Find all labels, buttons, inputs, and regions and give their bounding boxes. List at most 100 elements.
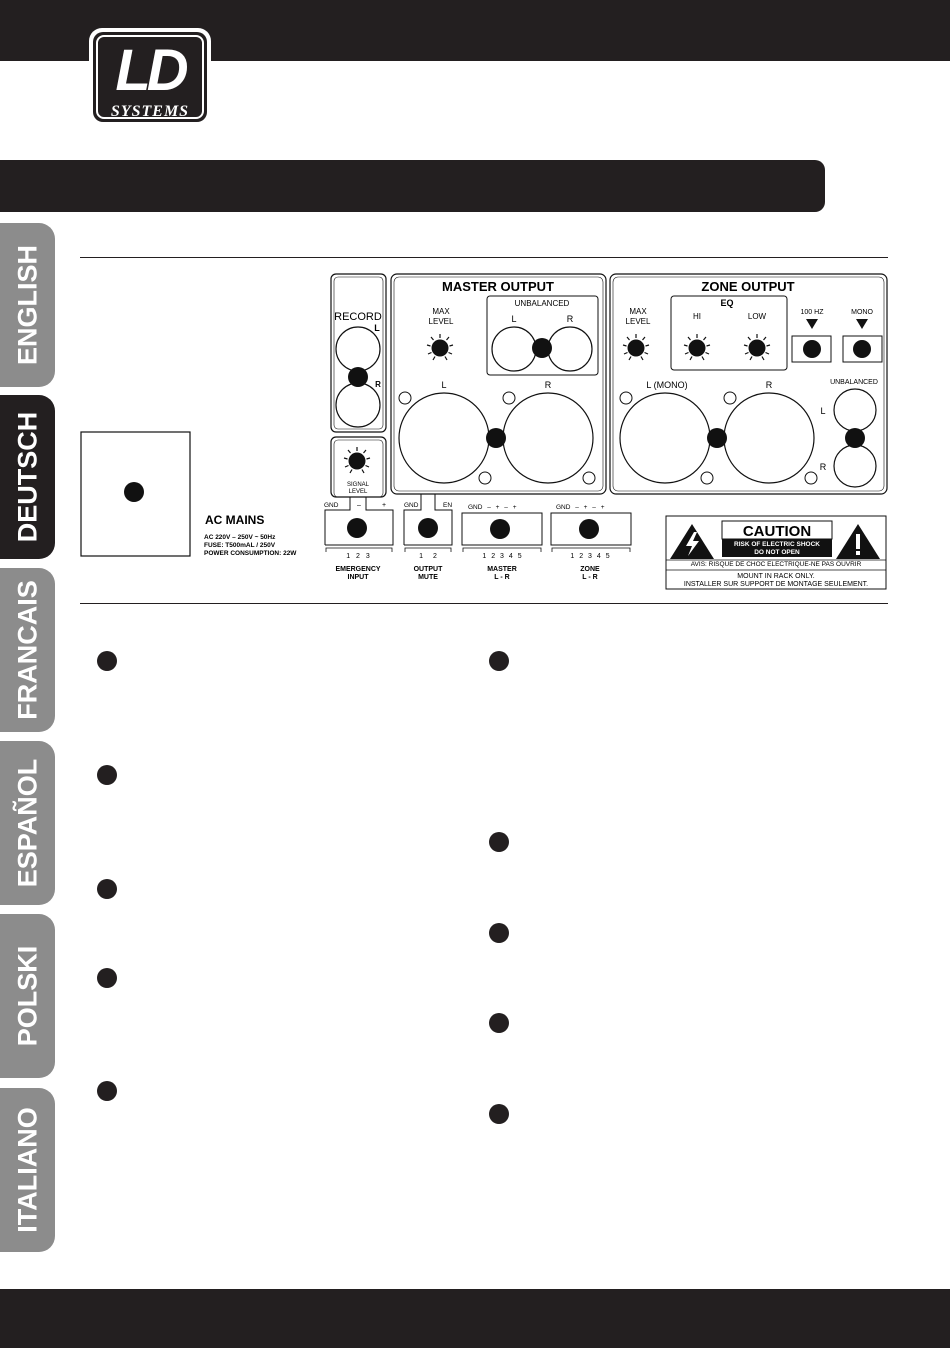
master-terminal[interactable]: GND – + – + 1 2 3 4 5 MASTER L - R xyxy=(461,504,543,581)
zone-max-label-2: LEVEL xyxy=(626,317,651,326)
zone-xlr-r-jack[interactable] xyxy=(723,392,815,484)
zone-xlr-l-jack[interactable] xyxy=(619,392,711,484)
master-xlr-l-jack[interactable] xyxy=(398,392,490,484)
zone-terminal[interactable]: GND – + – + 1 2 3 4 5 ZONE L - R xyxy=(550,504,632,581)
ac-mains-line-1: AC 220V – 250V ~ 50Hz xyxy=(204,534,276,541)
callout-bullet xyxy=(97,1081,117,1101)
zone-max-label-1: MAX xyxy=(629,307,647,316)
zone-term-label-1: ZONE xyxy=(580,566,600,573)
master-xlr-r-jack[interactable] xyxy=(502,392,594,484)
zone-xlr-l-label: L (MONO) xyxy=(646,380,687,390)
zone-output-title: ZONE OUTPUT xyxy=(701,279,794,294)
caution-line-2: DO NOT OPEN xyxy=(754,549,800,556)
logo-subtitle: SYSTEMS xyxy=(110,103,190,120)
zone-low-label: LOW xyxy=(748,312,767,321)
emergency-label-2: INPUT xyxy=(348,574,370,581)
caution-avis: AVIS: RISQUE DE CHOC ELECTRIQUE-NE PAS O… xyxy=(691,561,862,568)
master-unbal-r-label: R xyxy=(567,314,574,324)
record-l-label: L xyxy=(374,323,380,333)
mute-gnd: GND xyxy=(404,502,419,509)
tab-deutsch[interactable]: DEUTSCH xyxy=(0,395,55,559)
master-unbal-r-jack[interactable] xyxy=(547,326,593,372)
caution-mount-2: INSTALLER SUR SUPPORT DE MONTAGE SEULEME… xyxy=(684,581,868,588)
zone-eq-low-knob[interactable] xyxy=(743,333,771,361)
mute-label-2: MUTE xyxy=(418,574,438,581)
emergency-plus: + xyxy=(382,502,386,509)
zone-100hz-switch[interactable] xyxy=(803,340,821,358)
zone-output-section: ZONE OUTPUT MAX LEVEL EQ HI LOW 100 HZ M… xyxy=(609,273,888,495)
record-title: RECORD xyxy=(334,311,382,323)
mute-label-1: OUTPUT xyxy=(414,566,444,573)
emergency-label-1: EMERGENCY xyxy=(335,566,380,573)
logo-brand: LD xyxy=(115,38,188,103)
record-l-jack[interactable] xyxy=(335,326,381,372)
tab-italiano[interactable]: ITALIANO xyxy=(0,1088,55,1252)
master-term-pins: 1 2 3 4 5 xyxy=(482,553,521,560)
record-section: RECORD L R xyxy=(330,273,387,433)
caution-line-1: RISK OF ELECTRIC SHOCK xyxy=(734,541,820,548)
rear-panel-diagram: RECORD L R SIGNAL LEVEL MASTER OUTPUT MA… xyxy=(80,273,888,590)
emergency-input-terminal[interactable]: GND – + 1 2 3 EMERGENCY INPUT xyxy=(324,496,394,581)
emergency-pins: 1 2 3 xyxy=(346,553,370,560)
ac-mains-title: AC MAINS xyxy=(205,513,264,527)
callout-bullet xyxy=(97,968,117,988)
ac-mains-section: AC MAINS AC 220V – 250V ~ 50Hz FUSE: T50… xyxy=(80,431,297,557)
master-unbal-l-jack[interactable] xyxy=(491,326,537,372)
zone-hi-label: HI xyxy=(693,312,701,321)
master-term-header: GND – + – + xyxy=(468,504,517,511)
title-bar xyxy=(0,160,825,212)
signal-level-knob[interactable] xyxy=(343,446,371,474)
output-mute-terminal[interactable]: GND EN 1 2 OUTPUT MUTE xyxy=(403,493,453,581)
signal-label-1: SIGNAL xyxy=(347,482,370,488)
signal-label-2: LEVEL xyxy=(349,489,368,495)
bottom-rule xyxy=(80,603,888,604)
tab-english[interactable]: ENGLISH xyxy=(0,223,55,387)
zone-eq-hi-knob[interactable] xyxy=(683,333,711,361)
tab-francais[interactable]: FRANCAIS xyxy=(0,568,55,732)
callout-bullet xyxy=(489,832,509,852)
zone-unbal-r-jack[interactable] xyxy=(833,444,877,488)
master-term-label-1: MASTER xyxy=(487,566,517,573)
master-max-level-knob[interactable] xyxy=(426,333,454,361)
mute-pins: 1 2 xyxy=(419,553,437,560)
callout-master-xlr xyxy=(486,428,506,448)
signal-level-section: SIGNAL LEVEL xyxy=(330,436,387,498)
tab-espanol[interactable]: ESPAÑOL xyxy=(0,741,55,905)
record-r-label: R xyxy=(375,380,381,389)
master-max-label-1: MAX xyxy=(432,307,450,316)
zone-max-level-knob[interactable] xyxy=(622,333,650,361)
callout-ac-mains xyxy=(124,482,144,502)
callout-bullet xyxy=(97,651,117,671)
mute-en: EN xyxy=(443,502,452,509)
zone-unbal-l-label: L xyxy=(820,406,825,416)
master-max-label-2: LEVEL xyxy=(429,317,454,326)
callout-zone-xlr xyxy=(707,428,727,448)
zone-xlr-r-label: R xyxy=(766,380,773,390)
ac-mains-socket[interactable] xyxy=(80,431,191,557)
zone-100hz-label: 100 HZ xyxy=(801,309,825,316)
tab-polski[interactable]: POLSKI xyxy=(0,914,55,1078)
callout-record xyxy=(348,367,368,387)
record-r-jack[interactable] xyxy=(335,382,381,428)
caution-label: CAUTION RISK OF ELECTRIC SHOCK DO NOT OP… xyxy=(665,515,887,590)
callout-bullet xyxy=(97,879,117,899)
master-unbalanced-label: UNBALANCED xyxy=(515,299,570,308)
ac-mains-line-2: FUSE: T500mAL / 250V xyxy=(204,542,276,549)
caution-mount-1: MOUNT IN RACK ONLY. xyxy=(737,573,814,580)
callout-master-unbal xyxy=(532,338,552,358)
master-xlr-l-label: L xyxy=(441,380,446,390)
master-unbal-l-label: L xyxy=(511,314,516,324)
master-term-label-2: L - R xyxy=(494,574,509,581)
zone-unbal-r-label: R xyxy=(820,462,827,472)
callout-bullet xyxy=(97,765,117,785)
callout-bullet xyxy=(489,651,509,671)
ld-systems-logo: LD SYSTEMS xyxy=(89,28,211,126)
zone-mono-switch[interactable] xyxy=(853,340,871,358)
top-rule xyxy=(80,257,888,258)
zone-unbal-l-jack[interactable] xyxy=(833,388,877,432)
master-xlr-r-label: R xyxy=(545,380,552,390)
zone-eq-label: EQ xyxy=(720,298,733,308)
callout-bullet xyxy=(489,1013,509,1033)
emergency-minus: – xyxy=(357,502,361,509)
zone-mono-label: MONO xyxy=(851,309,873,316)
